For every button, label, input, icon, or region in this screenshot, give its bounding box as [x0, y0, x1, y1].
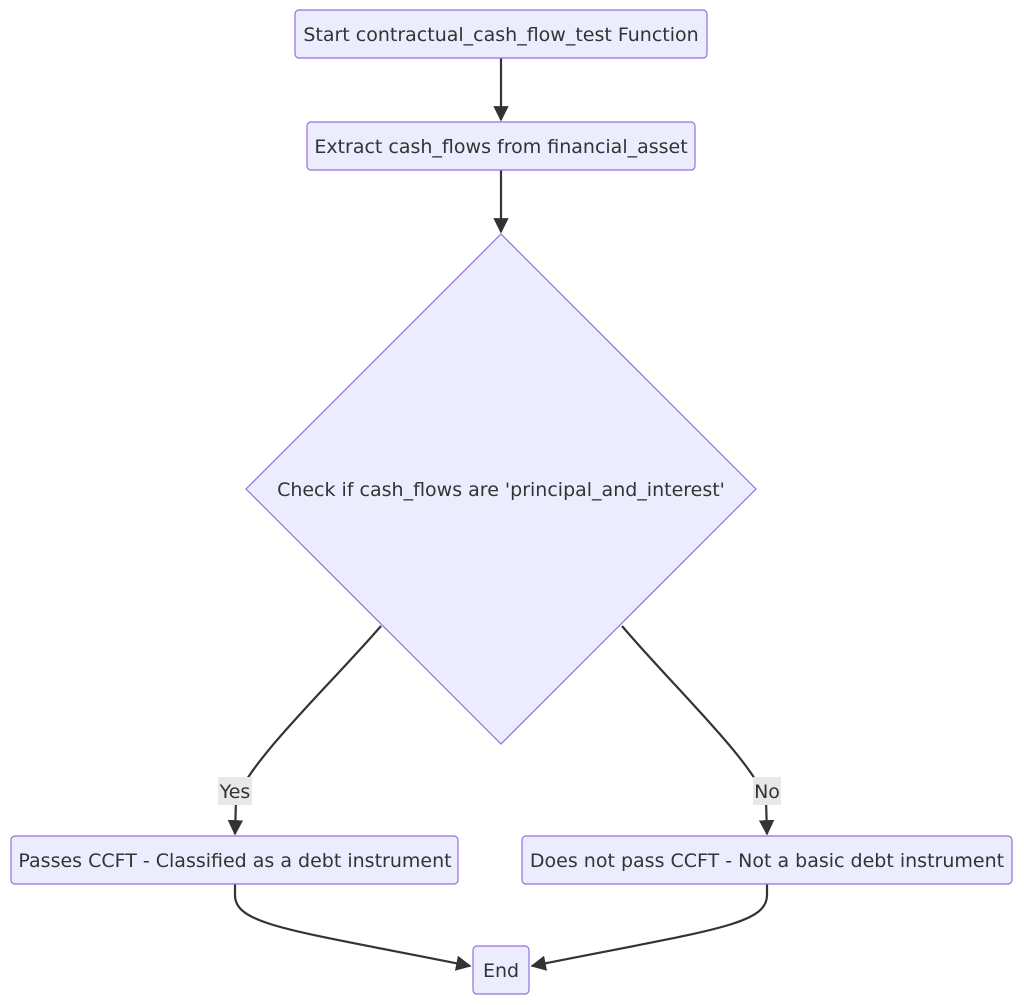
edge-label-no-text: No	[754, 781, 780, 803]
edge-label-no: No	[753, 777, 781, 805]
edge-label-yes: Yes	[218, 777, 252, 805]
node-fail-label: Does not pass CCFT - Not a basic debt in…	[530, 850, 1004, 872]
node-end-label: End	[483, 960, 519, 982]
edge-pass-to-end	[233, 884, 472, 971]
edge-label-yes-text: Yes	[219, 781, 251, 803]
edge-check-to-fail	[621, 625, 775, 836]
node-start-label: Start contractual_cash_flow_test Functio…	[303, 24, 698, 46]
node-pass-label: Passes CCFT - Classified as a debt instr…	[18, 850, 451, 872]
node-extract: Extract cash_flows from financial_asset	[306, 121, 696, 171]
edge-fail-to-end	[530, 884, 769, 971]
node-end: End	[472, 945, 530, 995]
node-extract-label: Extract cash_flows from financial_asset	[314, 136, 687, 158]
node-start: Start contractual_cash_flow_test Functio…	[294, 9, 708, 59]
node-pass: Passes CCFT - Classified as a debt instr…	[10, 835, 459, 885]
node-check: Check if cash_flows are 'principal_and_i…	[245, 233, 757, 745]
node-check-label: Check if cash_flows are 'principal_and_i…	[277, 479, 725, 501]
edge-check-to-pass	[227, 625, 382, 836]
node-fail: Does not pass CCFT - Not a basic debt in…	[521, 835, 1013, 885]
